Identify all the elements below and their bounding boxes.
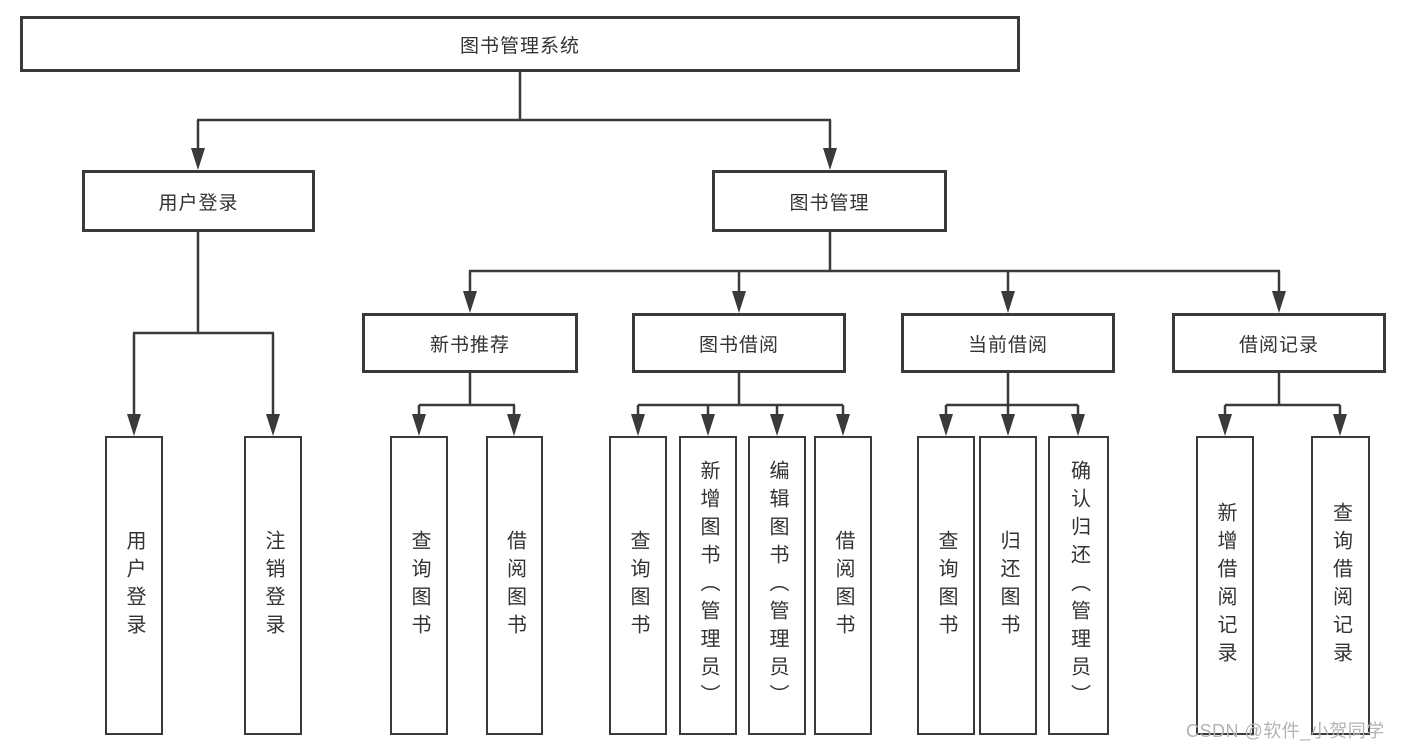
leaf-label: 新增图书（管理员） (697, 459, 719, 712)
leaf-add-borrowing-record: 新增借阅记录 (1196, 436, 1254, 735)
leaf-label: 确认归还（管理员） (1067, 459, 1090, 712)
node-label: 借阅记录 (1238, 334, 1319, 356)
leaf-user-login: 用户登录 (105, 436, 163, 735)
node-label: 图书管理系统 (459, 35, 580, 57)
arrowhead-current-borrowing (1001, 291, 1015, 313)
node-current-borrowing: 当前借阅 (901, 313, 1115, 373)
arrowhead-bb-leaf-2 (701, 414, 715, 436)
node-new-book-recommend: 新书推荐 (362, 313, 578, 373)
leaf-label: 查询图书 (935, 529, 957, 642)
arrowhead-new-book-recommend (463, 291, 477, 313)
arrowhead-bb-leaf-4 (836, 414, 850, 436)
node-label: 图书管理 (789, 192, 870, 214)
csdn-watermark: CSDN @软件_小贺同学 (1186, 721, 1385, 741)
arrowhead-borrowing-records (1272, 291, 1286, 313)
arrowhead-nbr-leaf-2 (507, 414, 521, 436)
leaf-borrow-books-recommend: 借阅图书 (486, 436, 543, 735)
node-borrowing-records: 借阅记录 (1172, 313, 1386, 373)
leaf-label: 新增借阅记录 (1214, 501, 1236, 670)
node-book-management-system: 图书管理系统 (20, 16, 1020, 72)
leaf-edit-books-admin: 编辑图书（管理员） (748, 436, 806, 735)
arrowhead-cb-leaf-2 (1001, 414, 1015, 436)
leaf-query-books-current: 查询图书 (917, 436, 975, 735)
arrowhead-nbr-leaf-1 (412, 414, 426, 436)
node-book-borrowing: 图书借阅 (632, 313, 846, 373)
node-book-management: 图书管理 (712, 170, 947, 232)
arrowhead-cb-leaf-3 (1071, 414, 1085, 436)
node-label: 新书推荐 (429, 334, 510, 356)
arrowhead-br-leaf-2 (1333, 414, 1347, 436)
leaf-label: 编辑图书（管理员） (766, 459, 788, 712)
leaf-label: 归还图书 (997, 529, 1019, 642)
leaf-query-books-borrowing: 查询图书 (609, 436, 667, 735)
arrowhead-book-management (823, 148, 837, 170)
leaf-label: 查询图书 (627, 529, 649, 642)
arrowhead-br-leaf-1 (1218, 414, 1232, 436)
leaf-add-books-admin: 新增图书（管理员） (679, 436, 737, 735)
leaf-logout-login: 注销登录 (244, 436, 302, 735)
arrowhead-user-login (191, 148, 205, 170)
leaf-label: 查询借阅记录 (1329, 501, 1352, 670)
leaf-query-borrowing-record: 查询借阅记录 (1311, 436, 1370, 735)
node-label: 图书借阅 (698, 334, 779, 356)
arrowhead-cb-leaf-1 (939, 414, 953, 436)
leaf-label: 注销登录 (262, 529, 284, 642)
arrowhead-leaf-logout (266, 414, 280, 436)
node-label: 当前借阅 (967, 334, 1048, 356)
arrowhead-bb-leaf-1 (631, 414, 645, 436)
leaf-label: 借阅图书 (503, 529, 526, 642)
leaf-label: 查询图书 (408, 529, 430, 642)
leaf-label: 用户登录 (123, 529, 145, 642)
leaf-label: 借阅图书 (832, 529, 854, 642)
leaf-confirm-return-admin: 确认归还（管理员） (1048, 436, 1109, 735)
node-label: 用户登录 (158, 192, 239, 214)
arrowhead-bb-leaf-3 (770, 414, 784, 436)
arrowhead-book-borrowing (732, 291, 746, 313)
node-user-login: 用户登录 (82, 170, 315, 232)
leaf-borrow-books-borrowing: 借阅图书 (814, 436, 872, 735)
leaf-return-books: 归还图书 (979, 436, 1037, 735)
arrowhead-leaf-user-login (127, 414, 141, 436)
leaf-query-books-recommend: 查询图书 (390, 436, 448, 735)
